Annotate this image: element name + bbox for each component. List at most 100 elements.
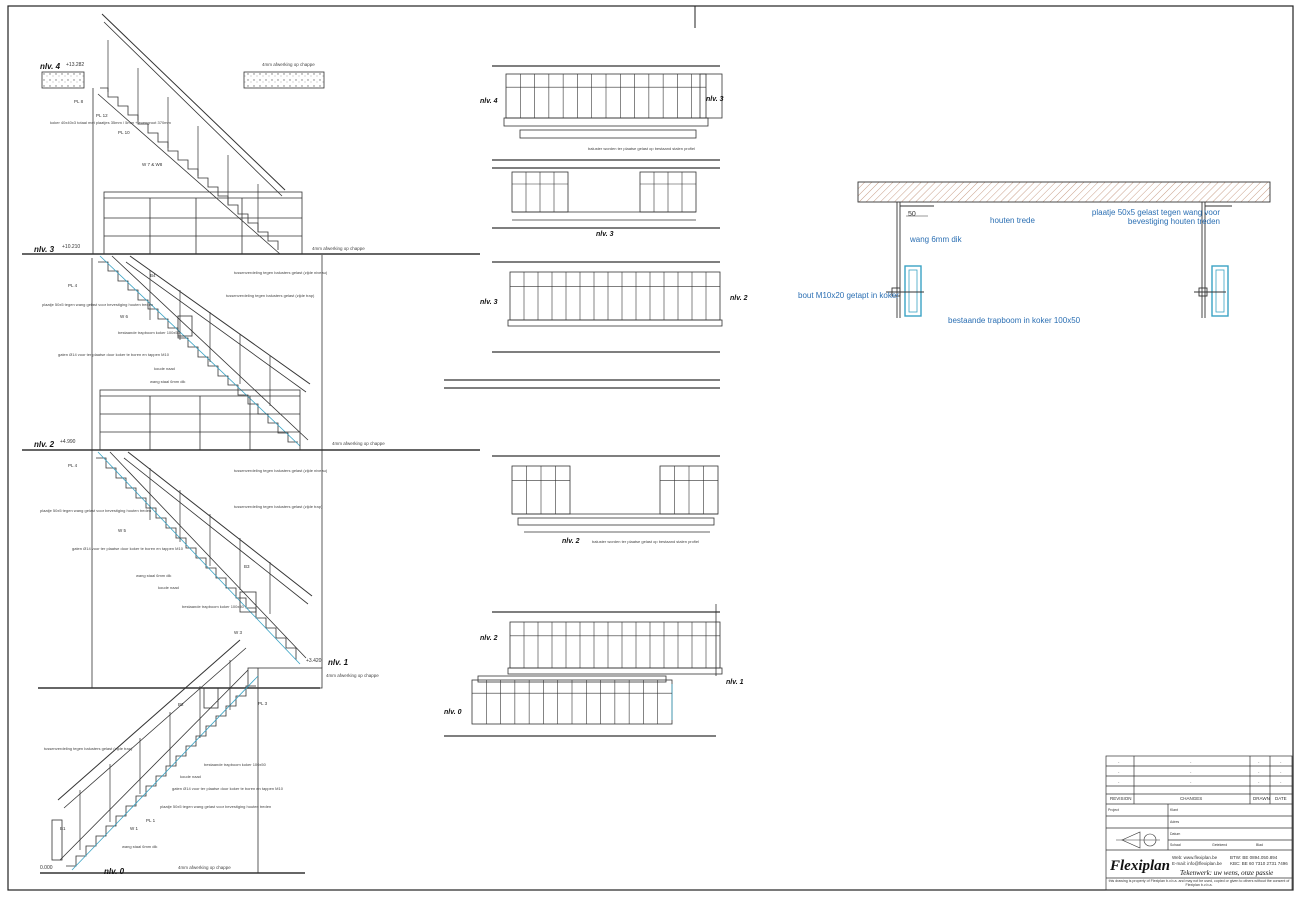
tb-btw: BTW: BE 0894.050.894 — [1230, 855, 1278, 860]
tb-header-revision: REVISION — [1110, 796, 1132, 801]
finish-note-0: 4mm afwerking op chappe — [178, 865, 231, 870]
tag-pl12: PL 12 — [96, 113, 108, 118]
level-label-4: nlv. 4 — [40, 62, 61, 71]
note-gaten-2: gaten Ø14 voor ter plaatse door koker te… — [72, 546, 184, 551]
tag-pl10: PL 10 — [118, 130, 130, 135]
tb-row2-dat: - — [1280, 769, 1282, 774]
note-tussenverdeling-trap-3: tussenverdeling tegen balusters gelast (… — [44, 746, 133, 751]
level-height-3: +10.210 — [62, 244, 80, 250]
tb-row1-chg: - — [1190, 759, 1192, 764]
level-label-3: nlv. 3 — [34, 245, 55, 254]
note-trapboom-3: bestaande trapboom koker 100x50 — [204, 762, 267, 767]
tag-pl4: PL 4 — [68, 283, 78, 288]
tb-tagline: Tekenwerk: uw wens, onze passie — [1180, 869, 1273, 877]
tb-row3-chg: - — [1190, 779, 1192, 784]
tb-row3-dat: - — [1280, 779, 1282, 784]
tag-b2: B2 — [178, 702, 184, 707]
detail-dim: 50 — [908, 211, 916, 218]
tb-label-blad: Blad — [1256, 843, 1263, 847]
plan2-level: nlv. 3 — [596, 231, 614, 238]
plan1-side: nlv. 3 — [706, 96, 724, 103]
plan4-level: nlv. 2 — [562, 538, 580, 545]
note-plaatje-3: plaatje 50x5 tegen wang gelast voor beve… — [160, 804, 271, 809]
level-height-2: +4.990 — [60, 439, 76, 445]
tag-w6: W 6 — [120, 314, 128, 319]
tag-pl8: PL 8 — [74, 99, 84, 104]
note-koude-naad-2: koude naad — [158, 585, 179, 590]
tb-kbc: KBC: BE 60 7310 2731 7496 — [1230, 861, 1288, 866]
tb-row3-drw: - — [1258, 779, 1260, 784]
tag-pl3: PL 3 — [258, 701, 268, 706]
tb-label-getekend: Getekend — [1212, 843, 1227, 847]
note-tussenverdeling-niveau: tussenverdeling tegen balusters gelast (… — [234, 270, 328, 275]
tb-email: E-mail: info@flexiplan.be — [1172, 861, 1222, 866]
level-height-4: +13.282 — [66, 62, 84, 68]
detail-plate-label: plaatje 50x5 gelast tegen wang voor beve… — [1091, 208, 1220, 226]
note-tussenverdeling-trap-2: tussenverdeling tegen balusters gelast (… — [234, 504, 323, 509]
tb-label-project: Project — [1108, 808, 1119, 812]
note-trapboom-2: bestaande trapboom koker 100x50 — [182, 604, 245, 609]
detail-bolt-label: bout M10x20 getapt in koker — [798, 291, 899, 300]
finish-note-3: 4mm afwerking op chappe — [312, 246, 365, 251]
level-label-0: nlv. 0 — [104, 867, 125, 876]
plan3-level: nlv. 3 — [480, 299, 498, 306]
note-wang-3: wang staal 6mm dik — [122, 844, 157, 849]
level-height-0: 0.000 — [40, 865, 53, 871]
tb-disclaimer: this drawing is property of Flexiplan b.… — [1108, 879, 1290, 888]
tb-row2-chg: - — [1190, 769, 1192, 774]
level-label-2: nlv. 2 — [34, 440, 55, 449]
note-wang-1: wang staal 6mm dik — [150, 379, 185, 384]
tag-pl4-b: PL 4 — [68, 463, 78, 468]
tag-b3: B3 — [244, 564, 250, 569]
detail-tread-label: houten trede — [990, 216, 1035, 225]
plan-views — [444, 65, 723, 737]
section-detail — [857, 181, 1271, 318]
note-tussenverdeling-niveau-2: tussenverdeling tegen balusters gelast (… — [234, 468, 328, 473]
tb-row1-dat: - — [1280, 759, 1282, 764]
note-koker: koker 40x40x3 totaal met plaatjes 35mm /… — [50, 120, 172, 125]
tb-header-date: DATE — [1275, 796, 1287, 801]
note-tussenverdeling-trap: tussenverdeling tegen balusters gelast (… — [226, 293, 315, 298]
tag-w5: W 5 — [118, 528, 126, 533]
tb-header-drawn: DRAWN — [1253, 796, 1270, 801]
tag-pl1: PL 1 — [146, 818, 156, 823]
note-koude-naad-3: koude naad — [180, 774, 201, 779]
tb-row1-rev: - — [1118, 759, 1120, 764]
tb-brand: Flexiplan — [1109, 858, 1170, 874]
tb-view-symbol — [1116, 831, 1160, 849]
note-koude-naad-1: koude naad — [154, 366, 175, 371]
tb-row2-rev: - — [1118, 769, 1120, 774]
tb-web: Web: www.flexiplan.be — [1172, 855, 1218, 860]
tag-w3: W 3 — [234, 630, 242, 635]
plan6-level: nlv. 0 — [444, 709, 462, 716]
note-wang-2: wang staal 6mm dik — [136, 573, 171, 578]
sheet-border — [7, 5, 1294, 891]
tag-w7w8: W 7 & W8 — [142, 162, 163, 167]
tag-b4: B4 — [150, 273, 156, 278]
tb-label-klant: Klant — [1170, 808, 1178, 812]
tb-row2-drw: - — [1258, 769, 1260, 774]
stair-elevation — [22, 13, 480, 874]
tb-label-datum: Datum — [1170, 832, 1180, 836]
title-block — [1105, 755, 1293, 891]
tb-header-changes: CHANGES — [1180, 796, 1202, 801]
finish-note-4: 4mm afwerking op chappe — [262, 62, 315, 67]
note-plaatje-2: plaatje 50x5 tegen wang gelast voor beve… — [40, 508, 151, 513]
plan5-level: nlv. 2 — [480, 635, 498, 642]
plan4-note: baluster worden ter plaatse gelast op be… — [592, 539, 699, 544]
plan1-level: nlv. 4 — [480, 98, 498, 105]
tb-row3-rev: - — [1118, 779, 1120, 784]
note-plaatje-1: plaatje 50x5 tegen wang gelast voor beve… — [42, 302, 153, 307]
finish-note-1: 4mm afwerking op chappe — [326, 673, 379, 678]
tag-b1: B1 — [60, 826, 66, 831]
finish-note-2: 4mm afwerking op chappe — [332, 441, 385, 446]
tb-label-schaal: Schaal — [1170, 843, 1181, 847]
tb-label-adres: Adres — [1170, 820, 1179, 824]
plan3-side: nlv. 2 — [730, 295, 748, 302]
level-height-1: +3.420 — [306, 658, 322, 664]
plan5-side: nlv. 1 — [726, 679, 744, 686]
tag-w1: W 1 — [130, 826, 138, 831]
detail-wang-label: wang 6mm dik — [909, 235, 963, 244]
plan1-note: baluster worden ter plaatse gelast op be… — [588, 146, 695, 151]
